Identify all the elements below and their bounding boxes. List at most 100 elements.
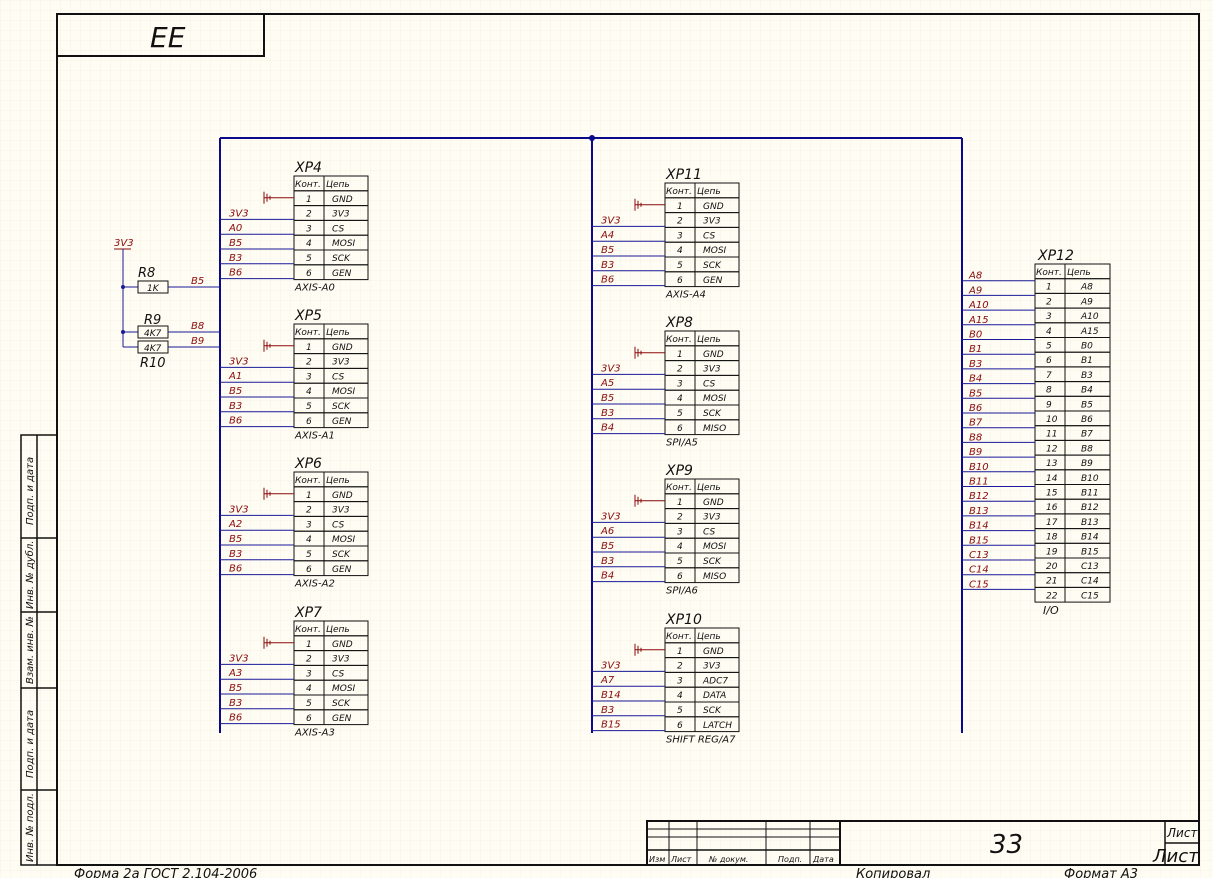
- wire-net-label: B15: [601, 720, 621, 731]
- pin-net: GEN: [332, 417, 352, 427]
- pin-net: A15: [1080, 327, 1099, 337]
- pin-number: 19: [1046, 547, 1058, 557]
- pin-net: MISO: [703, 572, 726, 582]
- pin-number: 22: [1046, 591, 1058, 601]
- wire-net-label: C14: [969, 565, 989, 576]
- pin-net: 3V3: [332, 358, 350, 368]
- pin-number: 1: [306, 640, 312, 650]
- pin-net: B9: [1081, 459, 1093, 469]
- connector-caption: AXIS-A1: [294, 431, 335, 442]
- pin-net: CS: [332, 224, 344, 234]
- pin-number: 2: [677, 662, 683, 672]
- pin-number: 2: [306, 358, 312, 368]
- wire-net-label: B3: [601, 408, 614, 419]
- pin-net: MOSI: [332, 387, 356, 397]
- wire-net-label: A1: [228, 371, 242, 382]
- pin-net: 3V3: [703, 217, 721, 227]
- pin-net: C14: [1081, 577, 1099, 587]
- pin-net: GEN: [703, 276, 723, 286]
- wire-net-label: 3V3: [229, 208, 249, 219]
- pin-net: CS: [703, 379, 715, 389]
- wire-net-label: B10: [969, 462, 989, 473]
- pin-net: B5: [1081, 400, 1093, 410]
- pin-number: 2: [1046, 297, 1052, 307]
- pin-number: 3: [306, 520, 312, 530]
- connector-caption: AXIS-A2: [294, 579, 335, 590]
- pin-net: SCK: [332, 402, 351, 412]
- resistor-supply-label: 3V3: [114, 238, 134, 249]
- pin-number: 4: [1046, 327, 1052, 337]
- wire-net-label: B6: [229, 713, 242, 724]
- pin-net: B12: [1081, 503, 1099, 513]
- wire-net-label: A2: [228, 519, 242, 530]
- tb-header-izm: Изм: [649, 855, 665, 864]
- wire-net-label: 3V3: [229, 504, 249, 515]
- pin-net: 3V3: [703, 365, 721, 375]
- pin-net: B6: [1081, 415, 1093, 425]
- connector-caption: SPI/A6: [666, 586, 698, 597]
- wire-net-label: B4: [969, 374, 982, 385]
- wire-net-label: A5: [600, 378, 614, 389]
- connector-ref: XP9: [665, 463, 693, 479]
- title-block: Изм Лист № докум. Подп. Дата 33 Лист Лис…: [646, 820, 1200, 867]
- pin-number: 12: [1046, 444, 1058, 454]
- wire-net-label: B3: [229, 253, 242, 264]
- connector-caption: AXIS-A0: [294, 283, 335, 294]
- pin-net: CS: [332, 520, 344, 530]
- pin-net: GND: [332, 343, 353, 353]
- resistor-group: 3V3 R8 1K B5 R9 4K7 B8 4K7 B9 R10: [114, 238, 220, 371]
- header-pin: Конт.: [1036, 268, 1062, 278]
- pin-net: B3: [1081, 371, 1093, 381]
- wire-net-label: B5: [229, 238, 242, 249]
- bus-lines: [219, 135, 963, 733]
- pin-number: 1: [677, 350, 683, 360]
- wire-net-label: B3: [229, 698, 242, 709]
- pin-net: MOSI: [703, 394, 727, 404]
- wire-net-label: B4: [601, 571, 614, 582]
- pin-net: SCK: [703, 409, 722, 419]
- tb-header-sign: Подп.: [778, 855, 802, 864]
- header-net: Цепь: [697, 632, 721, 642]
- pin-number: 4: [306, 387, 312, 397]
- pin-net: CS: [332, 372, 344, 382]
- top-label: ЕЕ: [150, 21, 186, 54]
- connector-caption: SHIFT REG/A7: [666, 735, 736, 746]
- wire-net-label: B5: [229, 683, 242, 694]
- wire-net-label: B6: [229, 416, 242, 427]
- wire-net-label: B5: [229, 534, 242, 545]
- pin-net: B7: [1081, 430, 1093, 440]
- pin-net: B11: [1081, 489, 1099, 499]
- wire-net-label: B6: [229, 564, 242, 575]
- wire-net-label: B14: [601, 690, 621, 701]
- pin-number: 4: [306, 684, 312, 694]
- pin-net: 3V3: [703, 513, 721, 523]
- pin-number: 1: [306, 195, 312, 205]
- pin-number: 2: [306, 210, 312, 220]
- pin-net: 3V3: [332, 506, 350, 516]
- resistor-r8-value: 1K: [147, 284, 160, 294]
- wire-net-label: B0: [969, 330, 982, 341]
- pin-number: 2: [306, 655, 312, 665]
- wire-net-label: B5: [601, 541, 614, 552]
- pin-net: GND: [703, 350, 724, 360]
- wire-net-label: A3: [228, 668, 242, 679]
- pin-net: SCK: [703, 706, 722, 716]
- side-strip: Подп. и дата Инв. № дубл. Взам. инв. № П…: [20, 434, 58, 866]
- side-label-5: Инв. № подл.: [25, 793, 36, 862]
- pin-net: B4: [1081, 386, 1093, 396]
- pin-number: 5: [306, 699, 312, 709]
- sheet-label-top: Лист: [1166, 826, 1198, 840]
- side-label-2: Инв. № дубл.: [24, 541, 36, 609]
- pin-number: 5: [677, 706, 683, 716]
- pin-number: 6: [1046, 356, 1052, 366]
- pin-number: 6: [677, 721, 683, 731]
- tb-header-list: Лист: [670, 855, 692, 864]
- pin-number: 16: [1046, 503, 1058, 513]
- pin-number: 6: [677, 424, 683, 434]
- connector-caption: AXIS-A4: [665, 290, 706, 301]
- connector-caption: SPI/A5: [666, 438, 698, 449]
